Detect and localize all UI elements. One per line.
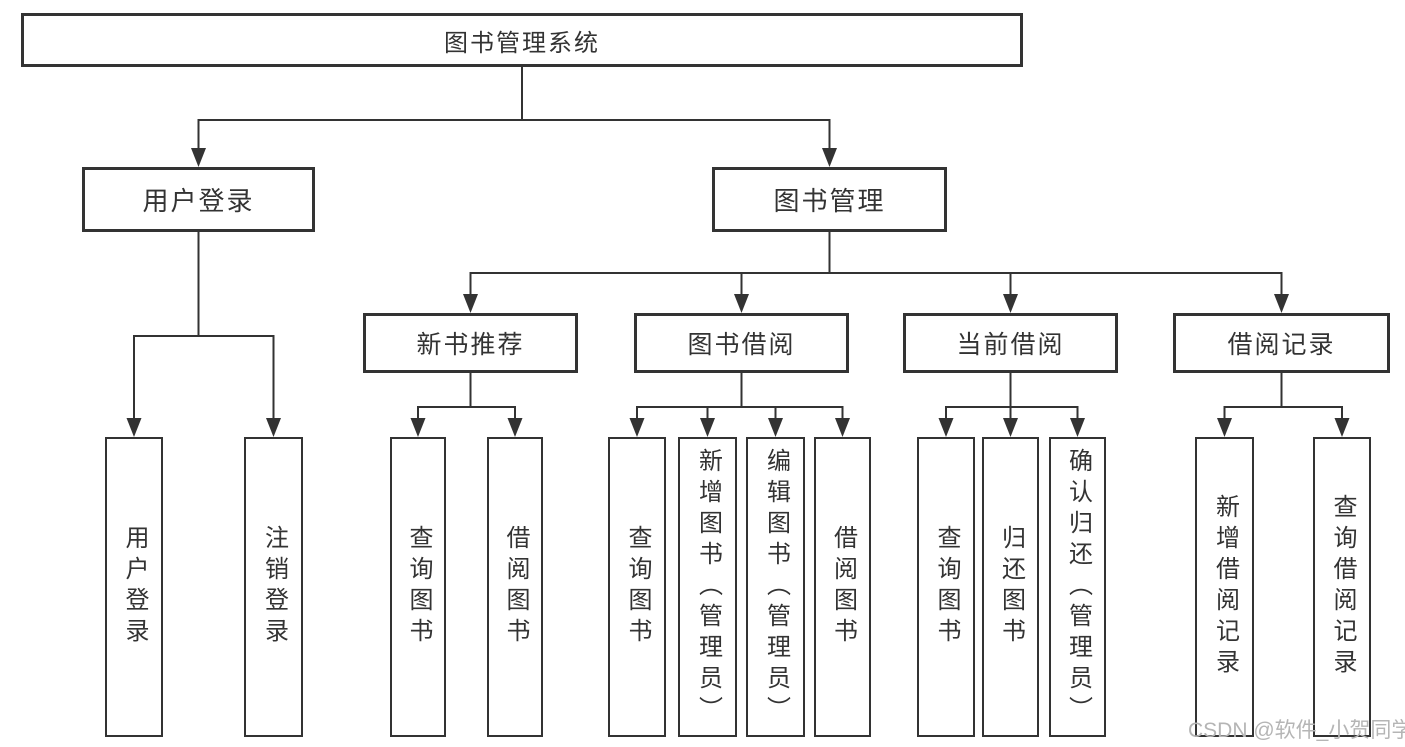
node-label: 图书管理	[773, 186, 886, 216]
connector-new-book-recommend-to-leaves	[410, 373, 523, 437]
node-book-borrow: 图书借阅	[634, 313, 849, 373]
connector-book-borrow-to-leaves	[629, 373, 850, 437]
node-label: 新增借阅记录	[1211, 494, 1239, 680]
node-label: 查询图书	[933, 525, 960, 649]
node-label: 查询借阅记录	[1329, 494, 1356, 680]
leaf-add-books-admin: 新增图书（管理员）	[678, 437, 737, 737]
leaf-confirm-return-admin: 确认归还（管理员）	[1049, 437, 1106, 737]
node-label: 新增图书（管理员）	[694, 447, 722, 727]
node-library-management-system: 图书管理系统	[21, 13, 1023, 67]
arrowhead-icon	[1334, 418, 1350, 437]
leaf-return-books: 归还图书	[982, 437, 1039, 737]
node-label: 编辑图书（管理员）	[762, 447, 790, 727]
node-label: 借阅记录	[1227, 331, 1336, 359]
leaf-query-books-recommend: 查询图书	[390, 437, 446, 737]
leaf-edit-books-admin: 编辑图书（管理员）	[746, 437, 805, 737]
arrowhead-icon	[1217, 418, 1232, 437]
node-label: 用户登录	[121, 525, 148, 649]
leaf-add-borrow-record: 新增借阅记录	[1195, 437, 1254, 737]
leaf-user-login: 用户登录	[105, 437, 163, 737]
arrowhead-icon	[410, 418, 426, 437]
leaf-query-books-current: 查询图书	[917, 437, 975, 737]
node-label: 注销登录	[260, 525, 288, 649]
node-current-borrow: 当前借阅	[903, 313, 1118, 373]
leaf-query-books-borrow: 查询图书	[608, 437, 666, 737]
node-book-management: 图书管理	[712, 167, 947, 232]
connector-user-login-to-leaves	[126, 232, 281, 437]
arrowhead-icon	[1003, 418, 1018, 437]
arrowhead-icon	[629, 418, 645, 437]
node-label: 用户登录	[142, 186, 255, 216]
connector-current-borrow-to-leaves	[938, 373, 1085, 437]
arrowhead-icon	[191, 148, 206, 167]
node-label: 借阅图书	[502, 525, 529, 649]
connector-borrow-records-to-leaves	[1217, 373, 1350, 437]
arrowhead-icon	[266, 418, 281, 437]
node-borrow-records: 借阅记录	[1173, 313, 1390, 373]
arrowhead-icon	[822, 148, 837, 167]
node-label: 归还图书	[997, 525, 1025, 649]
node-label: 新书推荐	[416, 331, 525, 359]
node-user-login: 用户登录	[82, 167, 315, 232]
arrowhead-icon	[938, 418, 954, 437]
arrowhead-icon	[700, 418, 715, 437]
node-label: 图书借阅	[687, 331, 796, 359]
connector-book-management-to-level2	[463, 232, 1289, 313]
arrowhead-icon	[1274, 294, 1289, 313]
arrowhead-icon	[1003, 294, 1018, 313]
leaf-query-borrow-record: 查询借阅记录	[1313, 437, 1371, 737]
arrowhead-icon	[1070, 418, 1085, 437]
csdn-watermark: CSDN @软件_小贺同学	[1188, 719, 1405, 742]
leaf-borrow-books-recommend: 借阅图书	[487, 437, 543, 737]
arrowhead-icon	[734, 294, 749, 313]
arrowhead-icon	[835, 418, 850, 437]
node-label: 查询图书	[624, 525, 651, 649]
arrowhead-icon	[507, 418, 523, 437]
node-label: 查询图书	[405, 525, 432, 649]
node-label: 图书管理系统	[444, 29, 600, 57]
arrowhead-icon	[463, 294, 478, 313]
leaf-logout: 注销登录	[244, 437, 303, 737]
node-label: 借阅图书	[829, 525, 857, 649]
node-label: 当前借阅	[956, 331, 1065, 359]
connector-root-to-level1	[191, 67, 837, 167]
leaf-borrow-books: 借阅图书	[814, 437, 871, 737]
arrowhead-icon	[768, 418, 783, 437]
node-new-book-recommend: 新书推荐	[363, 313, 578, 373]
arrowhead-icon	[126, 418, 142, 437]
node-label: 确认归还（管理员）	[1064, 447, 1092, 727]
